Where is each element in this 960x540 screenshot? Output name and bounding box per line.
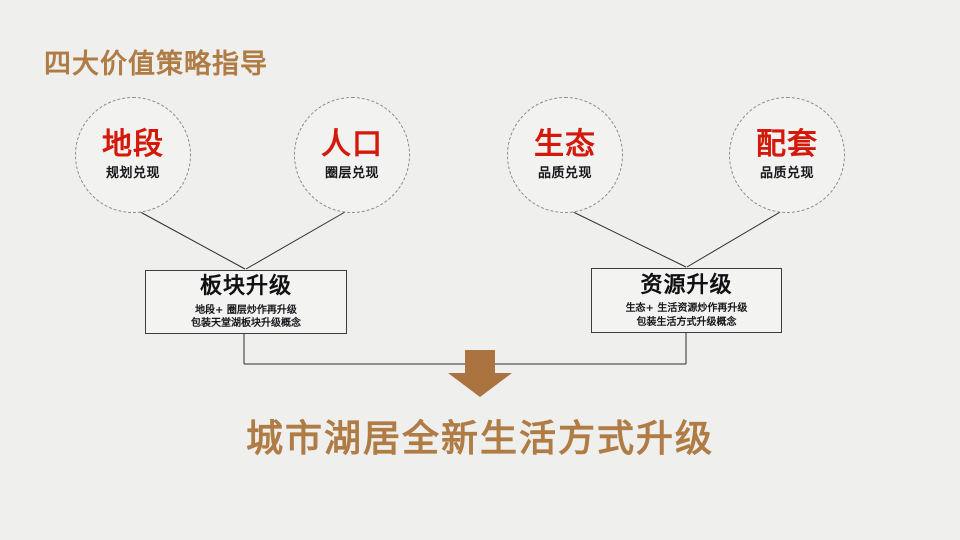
upgrade-box-subtitle-line1: 生态+ 生活资源炒作再升级 — [625, 303, 748, 315]
page-title: 四大价值策略指导 — [44, 49, 268, 80]
value-circle-ecology[interactable]: 生态 品质兑现 — [507, 97, 623, 213]
upgrade-box-district[interactable]: 板块升级 地段+ 圈层炒作再升级 包装天堂湖板块升级概念 — [145, 270, 347, 334]
value-circle-subtitle: 圈层兑现 — [324, 166, 379, 181]
upgrade-box-subtitle: 地段+ 圈层炒作再升级 包装天堂湖板块升级概念 — [191, 304, 301, 331]
down-arrow-icon — [448, 350, 512, 397]
value-circle-land[interactable]: 地段 规划兑现 — [75, 97, 191, 213]
connector-circle3-to-box-right — [686, 207, 788, 268]
value-circle-subtitle: 规划兑现 — [105, 166, 160, 181]
connector-circle1-to-box-left — [245, 207, 353, 270]
upgrade-box-title: 资源升级 — [640, 272, 733, 298]
connector-circle2-to-box-right — [564, 207, 687, 268]
upgrade-box-resource[interactable]: 资源升级 生态+ 生活资源炒作再升级 包装生活方式升级概念 — [591, 268, 782, 333]
upgrade-box-title: 板块升级 — [199, 274, 292, 300]
value-circle-keyword: 生态 — [534, 127, 596, 162]
value-circle-keyword: 人口 — [321, 127, 383, 162]
upgrade-box-subtitle-line1: 地段+ 圈层炒作再升级 — [195, 304, 297, 316]
value-circle-amenities[interactable]: 配套 品质兑现 — [729, 97, 845, 213]
upgrade-box-subtitle: 生态+ 生活资源炒作再升级 包装生活方式升级概念 — [626, 302, 748, 329]
upgrade-box-subtitle-line2: 包装天堂湖板块升级概念 — [191, 318, 301, 330]
value-circle-keyword: 配套 — [756, 127, 818, 162]
value-circle-subtitle: 品质兑现 — [759, 166, 814, 181]
upgrade-box-subtitle-line2: 包装生活方式升级概念 — [636, 316, 737, 328]
value-circle-subtitle: 品质兑现 — [537, 166, 592, 181]
connector-circle0-to-box-left — [132, 207, 246, 270]
conclusion-statement: 城市湖居全新生活方式升级 — [246, 417, 714, 460]
value-circle-population[interactable]: 人口 圈层兑现 — [294, 97, 410, 213]
value-circle-keyword: 地段 — [102, 127, 164, 162]
